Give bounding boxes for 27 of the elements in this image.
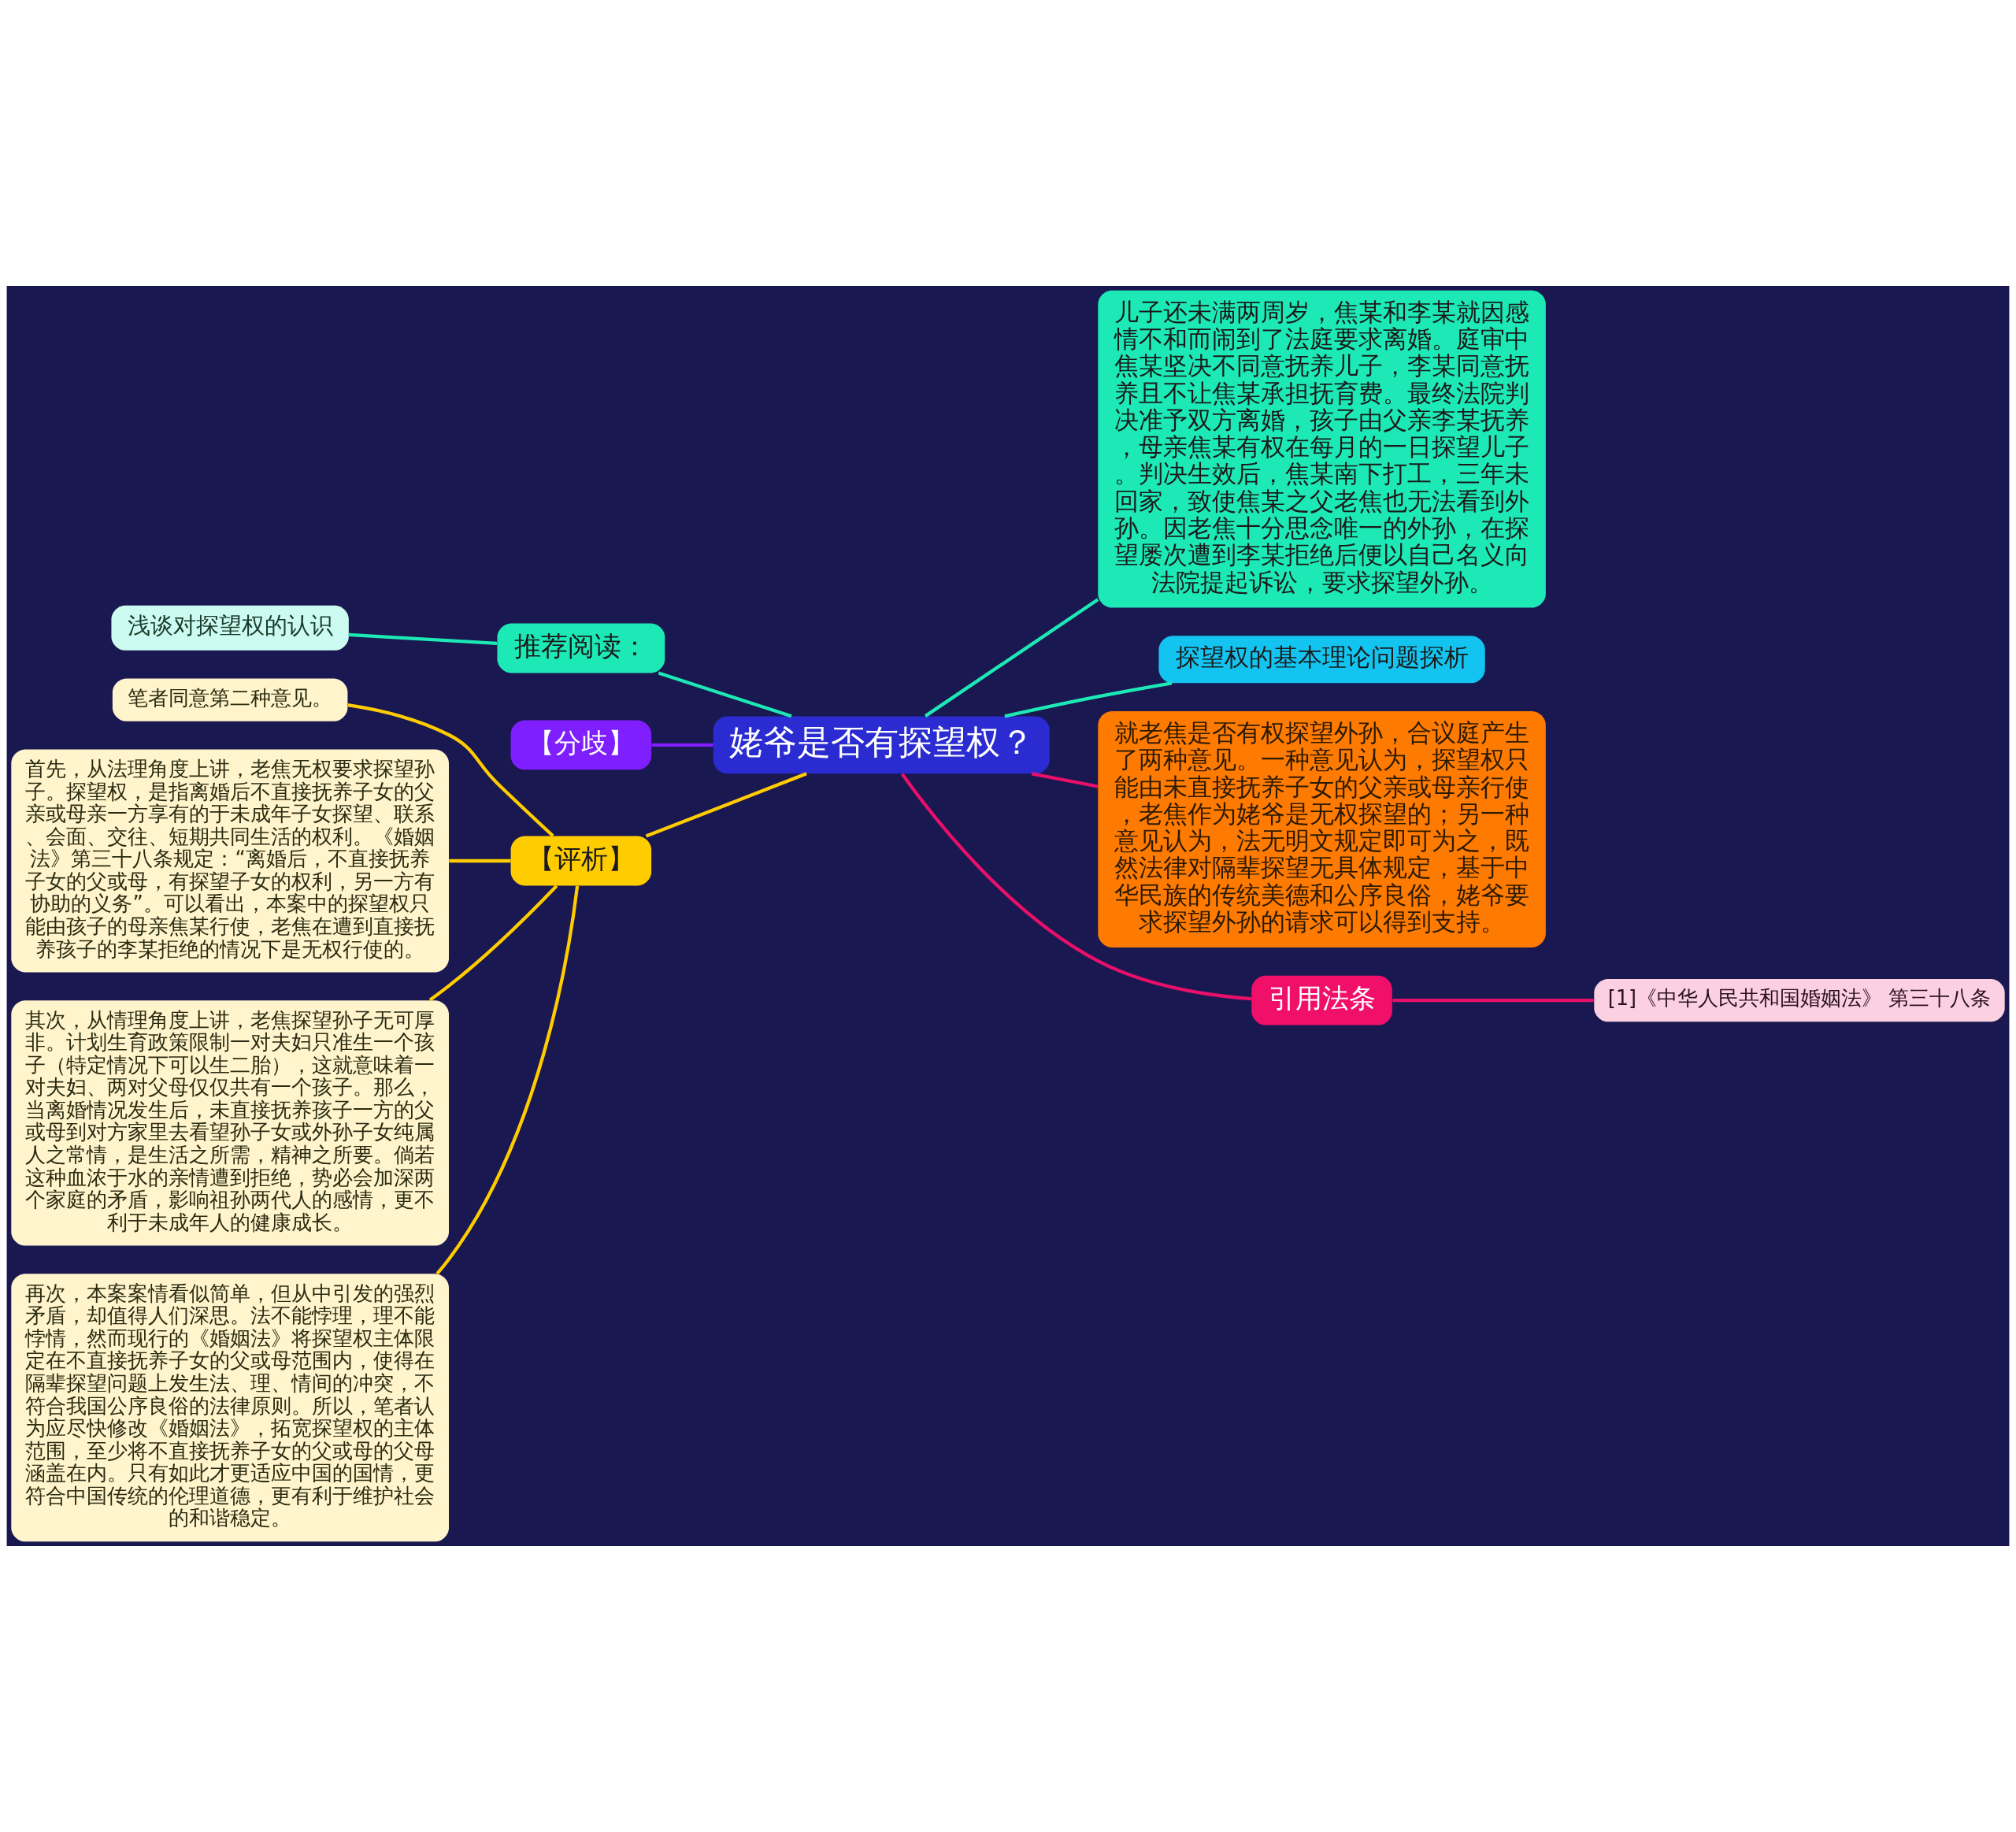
connector xyxy=(428,884,558,1002)
node-box: 引用法条 xyxy=(1251,975,1392,1025)
connector xyxy=(1031,772,1099,788)
node-box: [1]《中华人民共和国婚姻法》 第三十八条 xyxy=(1594,979,2005,1022)
connector xyxy=(924,598,1099,718)
node-box: 推荐阅读： xyxy=(497,623,665,673)
connector xyxy=(449,859,511,863)
connector xyxy=(435,885,580,1275)
connector xyxy=(645,772,807,838)
connector xyxy=(658,671,792,718)
connector xyxy=(348,632,498,646)
node-box: 【评析】 xyxy=(510,836,652,886)
node-box: 浅谈对探望权的认识 xyxy=(111,605,349,651)
node-box: 其次，从情理角度上讲，老焦探望孙子无可厚非。计划生育政策限制一对夫妇只准生一个孩子（特定情况下可以生二胎），这就意味着一对夫妇、两对父母仅仅共有一个孩子。那么，当离婚情况发生后，未直接抚养孩子一方的父或母到对方家里去看望孙子女或外孙子女纯属人之常情，是生活之所需，精神之所要。倘若这种血浓于水的亲情遭到拒绝，势必会加深两个家庭的矛盾，影响祖孙两代人的感情，更不利于未成年人的健康成长。 xyxy=(11,1000,449,1246)
connector xyxy=(1392,999,1594,1003)
node-box: 【分歧】 xyxy=(510,720,652,770)
node-box: 就老焦是否有权探望外孙，合议庭产生了两种意见。一种意见认为，探望权只能由未直接抚养子女的父亲或母亲行使，老焦作为姥爷是无权探望的；另一种意见认为，法无明文规定即可为之，既然法律对隔辈探望无具体规定，基于中华民族的传统美德和公序良俗，姥爷要求探望外孙的请求可以得到支持。 xyxy=(1098,711,1546,948)
connector xyxy=(347,703,554,837)
connector xyxy=(651,743,713,747)
node-box: 笔者同意第二种意见。 xyxy=(112,678,348,721)
connector xyxy=(900,773,1252,1001)
node-box: 首先，从法理角度上讲，老焦无权要求探望孙子。探望权，是指离婚后不直接抚养子女的父亲或母亲一方享有的于未成年子女探望、联系、会面、交往、短期共同生活的权利。《婚姻法》第三十八条规定：“离婚后，不直接抚养子女的父或母，有探望子女的权利，另一方有协助的义务”。可以看出，本案中的探望权只能由孩子的母亲焦某行使，老焦在遭到直接抚养孩子的李某拒绝的情况下是无权行使的。 xyxy=(11,749,449,973)
node-box: 姥爷是否有探望权？ xyxy=(713,716,1050,774)
node-box: 儿子还未满两周岁，焦某和李某就因感情不和而闹到了法庭要求离婚。庭审中焦某坚决不同意抚养儿子，李某同意抚养且不让焦某承担抚育费。最终法院判决准予双方离婚，孩子由父亲李某抚养，母亲焦某有权在每月的一日探望儿子。判决生效后，焦某南下打工，三年未回家，致使焦某之父老焦也无法看到外孙。因老焦十分思念唯一的外孙，在探望屡次遭到李某拒绝后便以自己名义向法院提起诉讼，要求探望外孙。 xyxy=(1098,290,1546,608)
node-box: 探望权的基本理论问题探析 xyxy=(1158,636,1485,684)
connector xyxy=(1004,681,1173,718)
node-box: 再次，本案案情看似简单，但从中引发的强烈矛盾，却值得人们深思。法不能悖理，理不能悖情，然而现行的《婚姻法》将探望权主体限定在不直接抚养子女的父或母范围内，使得在隔辈探望问题上发生法、理、情间的冲突，不符合我国公序良俗的法律原则。所以，笔者认为应尽快修改《婚姻法》，拓宽探望权的主体范围，至少将不直接抚养子女的父或母的父母涵盖在内。只有如此才更适应中国的国情，更符合中国传统的伦理道德，更有利于维护社会的和谐稳定。 xyxy=(11,1274,449,1542)
